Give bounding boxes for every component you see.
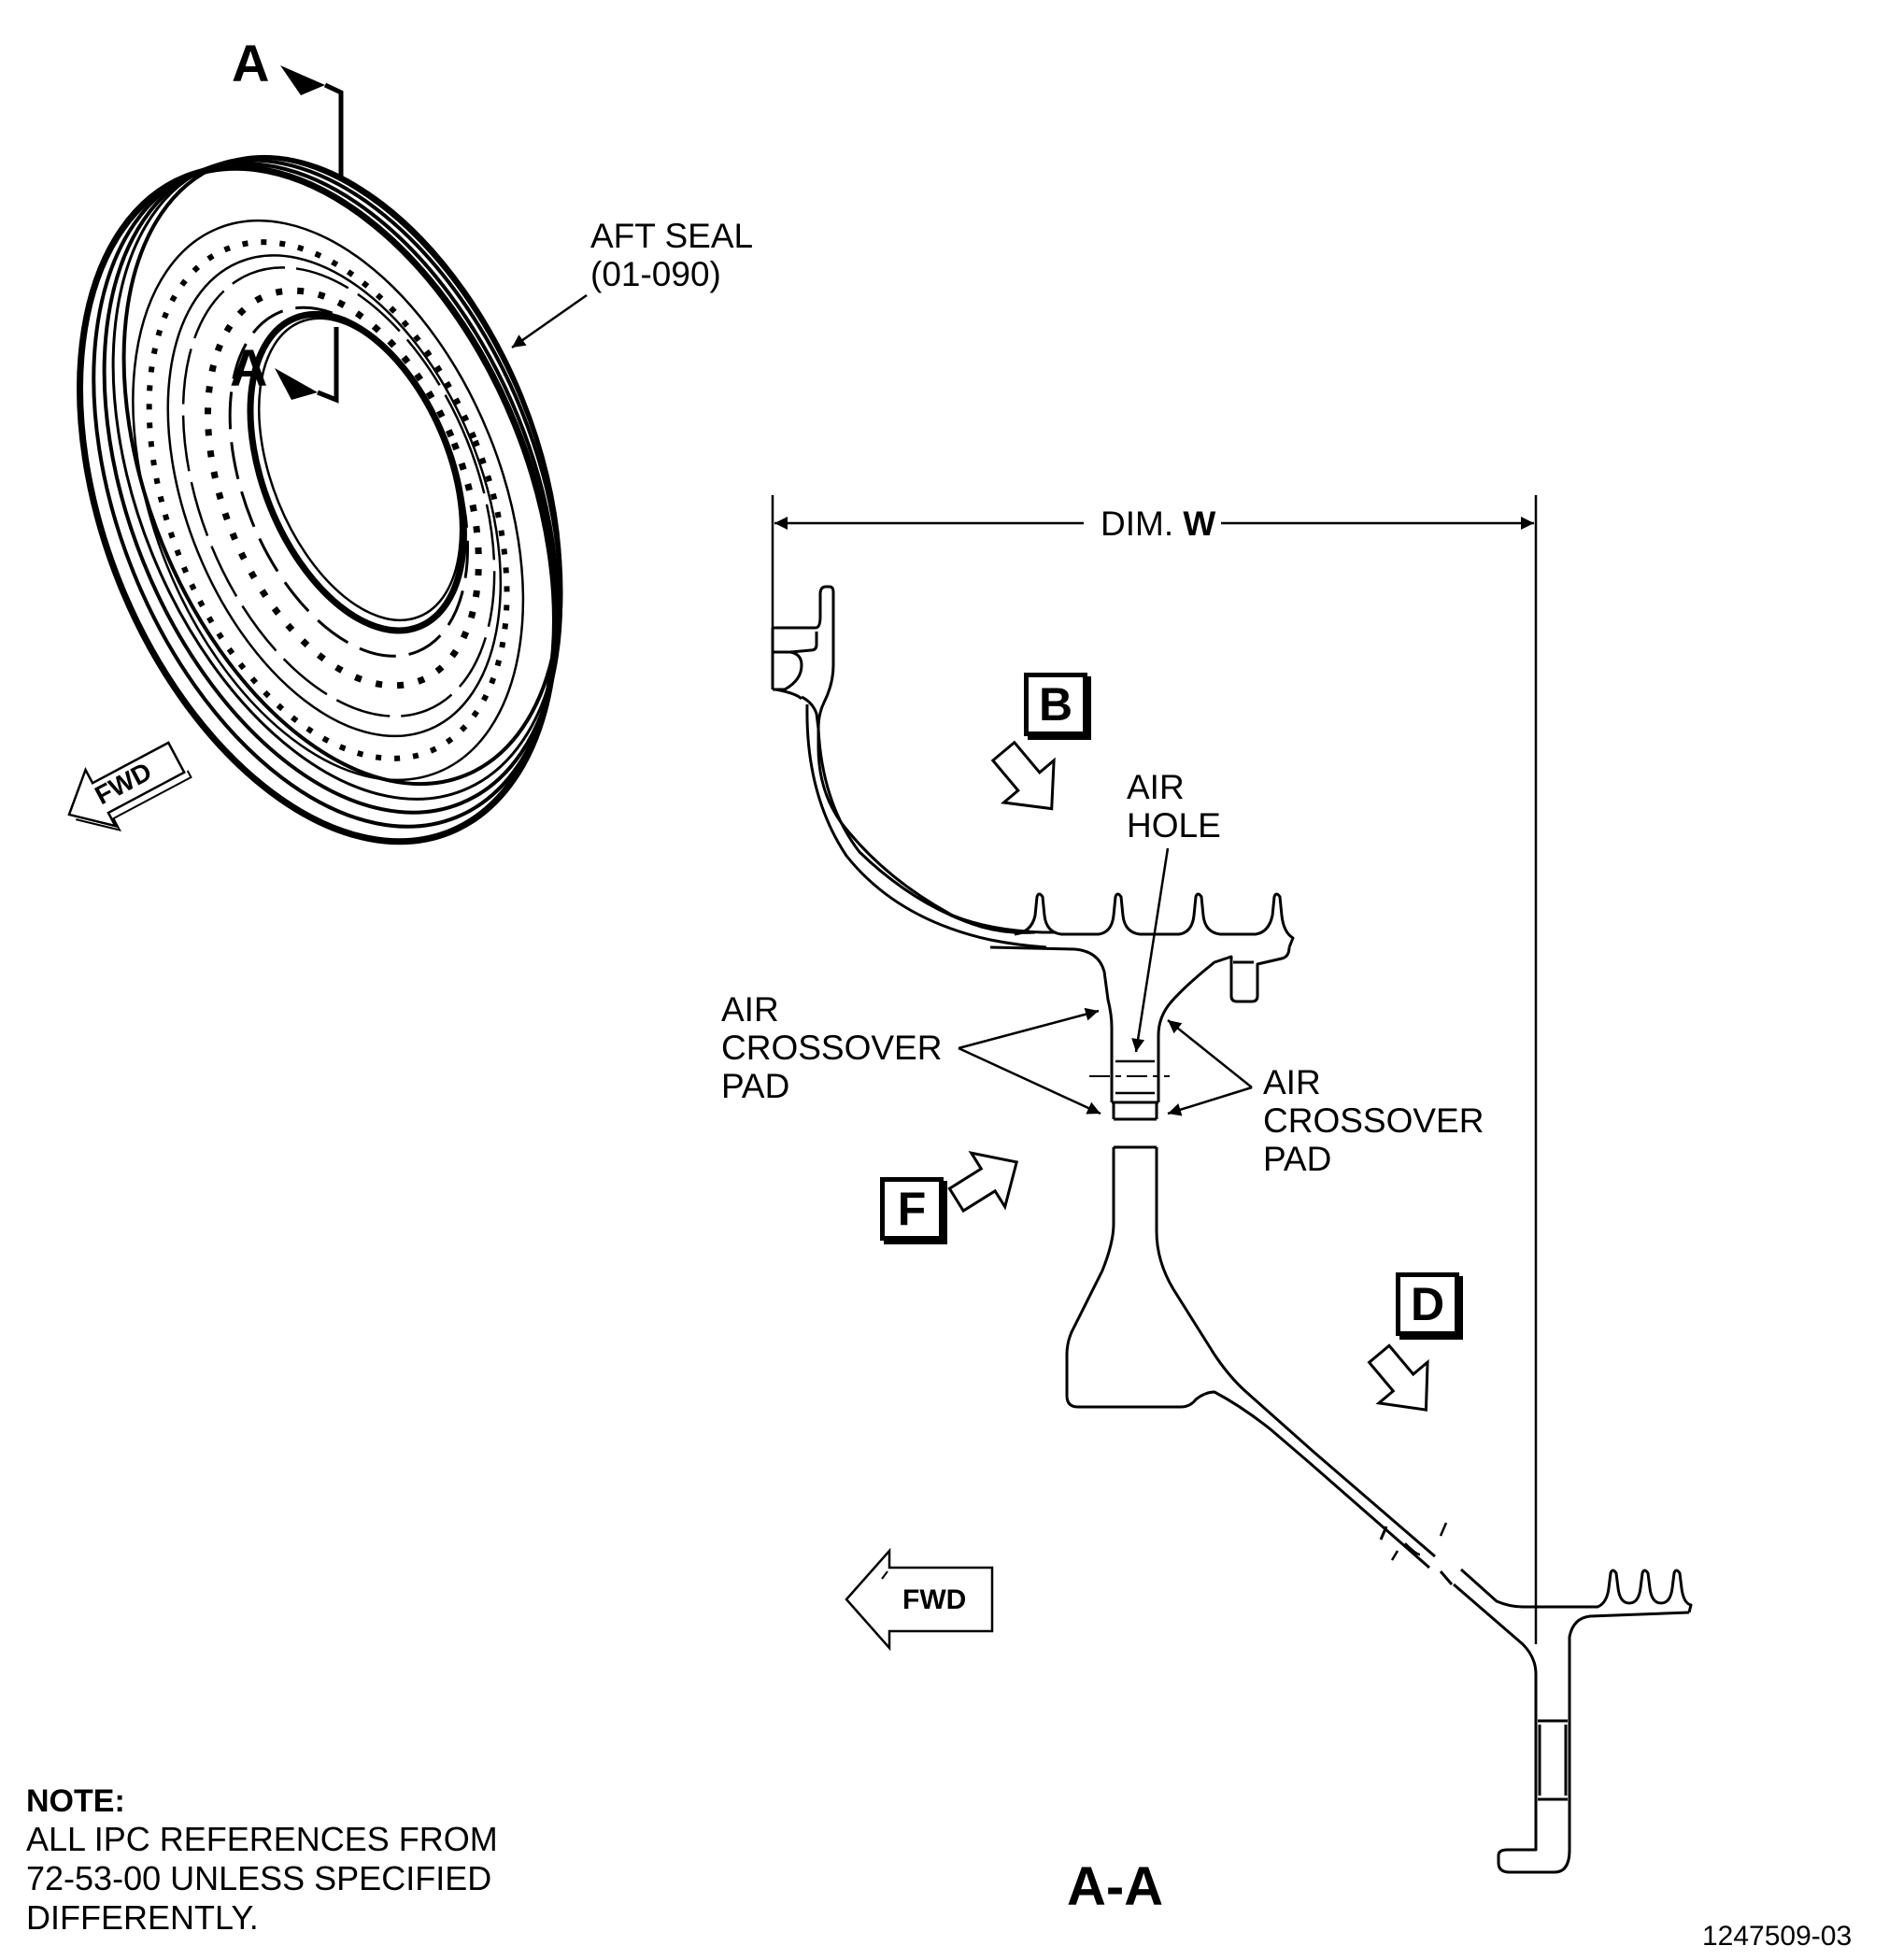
view-b-arrow — [990, 740, 1056, 811]
air-crossover-pad-left-label: AIR CROSSOVER PAD — [721, 990, 943, 1105]
section-mark-bottom: A — [230, 338, 268, 397]
fwd-label-section: FWD — [902, 1584, 967, 1615]
note-heading: NOTE: — [26, 1783, 125, 1819]
aft-seal-leader — [511, 293, 588, 349]
dim-letter: W — [1183, 504, 1216, 543]
view-d-label: D — [1396, 1272, 1459, 1336]
view-f-arrow — [947, 1150, 1019, 1214]
air-hole-leader — [1131, 847, 1170, 1053]
crossover-pad-left-leader-2 — [958, 1046, 1101, 1115]
seal-cross-section — [771, 585, 1693, 1874]
fwd-arrow-isometric — [67, 741, 192, 831]
air-crossover-pad-right-label: AIR CROSSOVER PAD — [1263, 1063, 1484, 1178]
crossover-pad-right-leader-2 — [1167, 1086, 1253, 1116]
dim-w-label: DIM. W — [1095, 504, 1222, 543]
view-b-label: B — [1024, 673, 1087, 736]
crossover-pad-right-leader-1 — [1167, 1019, 1253, 1088]
section-mark-top: A — [232, 34, 270, 92]
aft-seal-isometric — [77, 154, 563, 845]
view-d-arrow — [1367, 1343, 1429, 1412]
crossover-pad-left-leader-1 — [958, 1007, 1100, 1050]
aft-seal-label: AFT SEAL (01-090) — [590, 217, 754, 293]
view-f-label: F — [880, 1177, 944, 1241]
section-title: A-A — [1067, 1856, 1164, 1917]
note-body: ALL IPC REFERENCES FROM 72-53-00 UNLESS … — [26, 1820, 498, 1937]
section-cut-line-lower — [317, 327, 339, 404]
fwd-arrow-section — [845, 1547, 994, 1652]
figure-number: 1247509-03 — [1702, 1921, 1853, 1952]
dim-prefix: DIM. — [1101, 504, 1184, 543]
section-cut-line — [323, 82, 344, 177]
air-hole-label: AIR HOLE — [1127, 768, 1221, 845]
break-line — [1390, 1522, 1448, 1561]
